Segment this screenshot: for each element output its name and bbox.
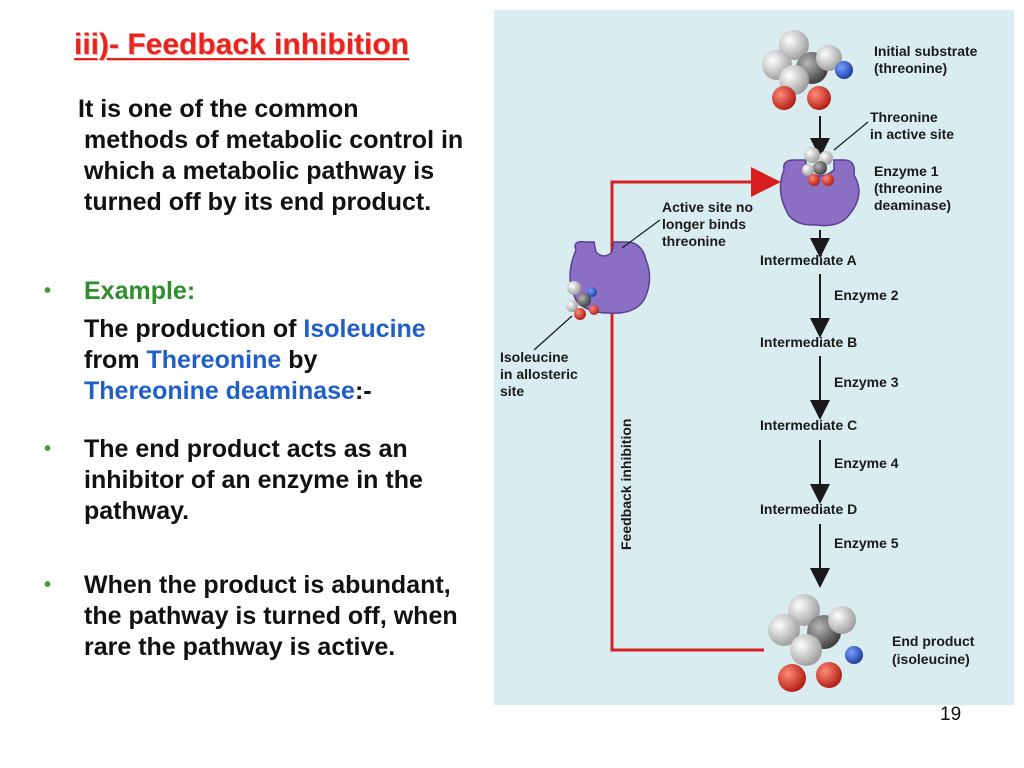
enzyme-2: Enzyme 2 xyxy=(834,287,899,303)
intro-rest: methods of metabolic control in which a … xyxy=(84,126,464,216)
intermediate-d: Intermediate D xyxy=(760,501,857,517)
isoleucine-molecule-icon xyxy=(768,594,863,692)
example-enzyme: Thereonine deaminase xyxy=(84,377,355,405)
bullet-dot-icon: • xyxy=(44,280,52,302)
label-threonine-active: Threonine in active site xyxy=(870,109,954,142)
page-number: 19 xyxy=(940,704,962,725)
example-thereonine: Thereonine xyxy=(146,346,282,374)
isoleucine-allosteric-icon xyxy=(566,281,599,320)
intro-line-1: It is one of the common xyxy=(78,95,359,123)
example-text-c: by xyxy=(281,346,318,374)
enzyme-5: Enzyme 5 xyxy=(834,535,899,551)
bullet-abundant-b: , the pathway is turned off, when rare t… xyxy=(84,571,458,661)
label-end-product: End product (isoleucine) xyxy=(892,633,978,667)
label-feedback-inhibition: Feedback inhibition xyxy=(618,419,634,550)
feedback-arrow xyxy=(610,167,781,652)
intermediate-b: Intermediate B xyxy=(760,334,857,350)
enzyme-3: Enzyme 3 xyxy=(834,374,899,390)
slide-title: iii)- Feedback inhibition xyxy=(74,28,410,61)
example-isoleucine: Isoleucine xyxy=(303,315,426,343)
threonine-molecule-icon xyxy=(762,30,853,110)
feedback-diagram: Initial substrate (threonine) Threonine … xyxy=(494,10,1014,705)
threonine-in-site-icon xyxy=(802,147,834,186)
example-text-b: from xyxy=(84,346,147,374)
example-text-a: The production of xyxy=(84,315,304,343)
label-enzyme1: Enzyme 1 (threonine deaminase) xyxy=(874,163,951,213)
bullet-dot-icon: • xyxy=(44,438,52,460)
intermediate-a: Intermediate A xyxy=(760,252,857,268)
label-isoleucine-allosteric: Isoleucine in allosteric site xyxy=(500,349,582,399)
example-text-d: :- xyxy=(354,377,372,405)
bullet-abundant-a: When the product is abundant xyxy=(84,571,444,599)
intermediate-c: Intermediate C xyxy=(760,417,857,433)
bullet-inhibitor-text: The end product acts as an inhibitor of … xyxy=(84,435,423,525)
intro-paragraph: It is one of the common methods of metab… xyxy=(64,94,489,218)
label-initial-substrate: Initial substrate (threonine) xyxy=(874,43,981,76)
bullet-dot-icon: • xyxy=(44,574,52,596)
diagram-svg: Initial substrate (threonine) Threonine … xyxy=(500,30,981,692)
enzyme-4: Enzyme 4 xyxy=(834,455,899,471)
label-no-longer-binds: Active site no longer binds threonine xyxy=(662,199,757,249)
example-heading: Example: xyxy=(84,277,196,305)
